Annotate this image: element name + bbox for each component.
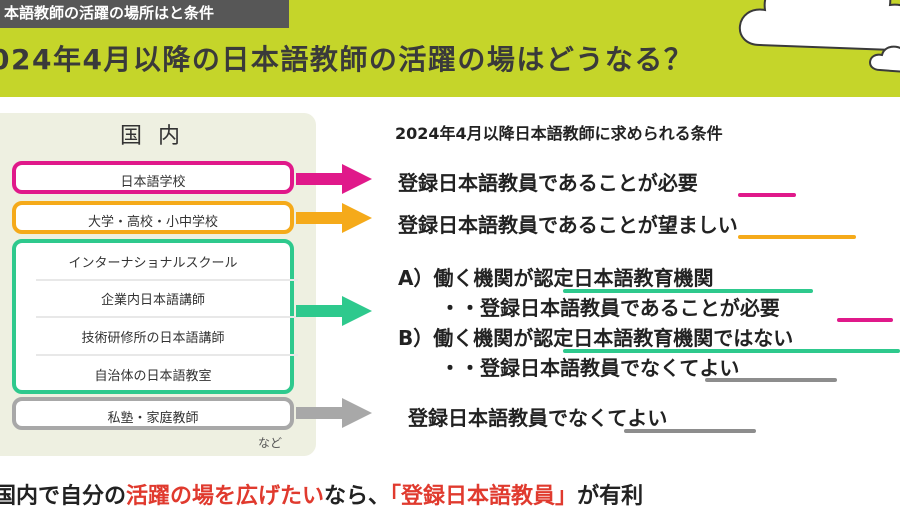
- underline-green: [563, 349, 900, 353]
- cloud-decoration: [738, 0, 900, 73]
- other-institutions-box: インターナショナルスクール 企業内日本語講師 技術研修所の日本語講師 自治体の日…: [12, 239, 298, 394]
- university-label: 大学・高校・小中学校: [87, 215, 218, 230]
- conclusion-highlight: 活躍の場を広げたい: [126, 484, 325, 509]
- requirement-text: 登録日本語教員であることが: [398, 213, 658, 237]
- underline-green: [563, 289, 813, 293]
- etc-label: など: [258, 436, 283, 450]
- arrow-right-icon: [296, 398, 372, 428]
- divider: [36, 279, 298, 281]
- conclusion-text: 国内で自分の活躍の場を広げたいなら、「登録日本語教員」が有利: [0, 478, 643, 510]
- arrow-right-icon: [296, 203, 372, 233]
- japanese-school-box: 日本語学校: [12, 161, 294, 194]
- underline-gray: [705, 378, 837, 382]
- university-box: 大学・高校・小中学校: [12, 201, 294, 234]
- requirement-private: 登録日本語教員でなくてよい: [408, 406, 668, 430]
- requirement-university: 登録日本語教員であることが望ましい: [398, 209, 738, 238]
- private-tutor-label: 私塾・家庭教師: [107, 411, 199, 426]
- training-center-label: 技術研修所の日本語講師: [81, 331, 225, 346]
- conclusion-part: なら、: [324, 484, 391, 509]
- divider: [36, 316, 298, 318]
- corporate-teacher-label: 企業内日本語講師: [100, 293, 205, 308]
- panel-title: 国内: [119, 124, 196, 149]
- underline-pink: [738, 193, 796, 197]
- private-tutor-box: 私塾・家庭教師: [12, 397, 294, 430]
- municipal-class-label: 自治体の日本語教室: [94, 369, 212, 384]
- condition-b: B）働く機関が認定日本語教育機関ではない: [398, 326, 794, 350]
- requirement-keyword: 望ましい: [657, 213, 738, 237]
- condition-a-detail: ・・登録日本語教員であることが必要: [440, 292, 780, 321]
- requirement-text: ・・登録日本語教員であることが: [440, 296, 740, 320]
- header-banner: 本語教師の活躍の場所はと条件 024年4月以降の日本語教師の活躍の場はどうなる？: [0, 0, 900, 97]
- underline-gray: [624, 429, 756, 433]
- requirement-keyword: 必要: [657, 171, 698, 195]
- conclusion-part: が有利: [577, 484, 644, 509]
- requirement-text: 登録日本語教員であることが: [398, 171, 658, 195]
- underline-orange: [738, 235, 856, 239]
- divider: [36, 354, 298, 356]
- international-school-label: インターナショナルスクール: [68, 256, 238, 271]
- requirement-keyword: 必要: [739, 296, 780, 320]
- conclusion-highlight: 「登録日本語教員」: [390, 484, 578, 509]
- japanese-school-label: 日本語学校: [120, 175, 186, 190]
- requirement-japanese-school: 登録日本語教員であることが必要: [398, 167, 698, 196]
- underline-pink: [837, 318, 893, 322]
- arrow-right-icon: [296, 296, 372, 326]
- condition-a: A）働く機関が認定日本語教育機関: [398, 266, 714, 290]
- section-tag: 本語教師の活躍の場所はと条件: [0, 0, 289, 28]
- conclusion-part: 国内で自分の: [0, 484, 127, 509]
- condition-b-detail: ・・登録日本語教員でなくてよい: [440, 356, 740, 380]
- page-title: 024年4月以降の日本語教師の活躍の場はどうなる？: [0, 43, 694, 76]
- requirements-title: 2024年4月以降日本語教師に求められる条件: [395, 124, 723, 143]
- arrow-right-icon: [296, 164, 372, 194]
